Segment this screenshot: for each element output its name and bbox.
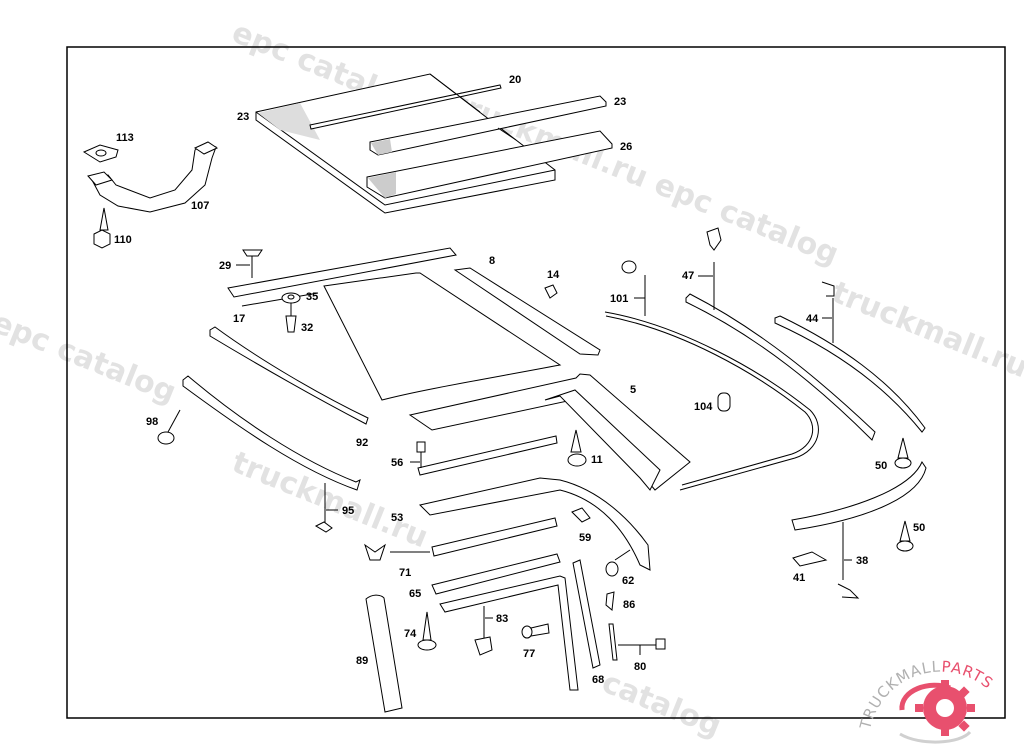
part-71-strip — [364, 517, 558, 561]
part-50-screw — [896, 520, 914, 552]
callout-44[interactable]: 44 — [806, 313, 819, 325]
part-101-clip — [621, 260, 646, 316]
part-35-washer — [281, 292, 301, 304]
callout-104[interactable]: 104 — [694, 401, 713, 413]
part-110-screw — [93, 207, 111, 249]
callout-32[interactable]: 32 — [301, 322, 313, 334]
callout-41[interactable]: 41 — [793, 572, 805, 584]
part-17-sunroof-glass — [241, 272, 562, 401]
part-29-clip — [242, 249, 263, 278]
callout-50[interactable]: 50 — [875, 460, 887, 472]
part-56-strip — [416, 435, 558, 476]
callout-62[interactable]: 62 — [622, 575, 634, 587]
part-113-clip — [82, 144, 119, 163]
callout-65[interactable]: 65 — [409, 588, 421, 600]
part-29-header-trim — [227, 247, 457, 298]
callout-92[interactable]: 92 — [356, 437, 368, 449]
watermark-text: epc catalog — [0, 305, 181, 411]
callout-8[interactable]: 8 — [489, 255, 495, 267]
callout-68[interactable]: 68 — [592, 674, 604, 686]
part-53-rail — [419, 477, 651, 571]
callout-38[interactable]: 38 — [856, 555, 868, 567]
watermark-text: catalog — [597, 665, 726, 744]
callout-86[interactable]: 86 — [623, 599, 635, 611]
part-47-seal-strip — [685, 227, 876, 441]
callout-83[interactable]: 83 — [496, 613, 508, 625]
callout-113[interactable]: 113 — [116, 132, 134, 144]
part-104-clip — [717, 392, 731, 412]
callout-23[interactable]: 23 — [237, 111, 249, 123]
callout-98[interactable]: 98 — [146, 416, 158, 428]
part-50-screw — [894, 437, 912, 469]
callout-35[interactable]: 35 — [306, 291, 318, 303]
part-20-rod — [309, 84, 502, 130]
callout-11[interactable]: 11 — [591, 454, 603, 466]
part-59-clip — [571, 507, 591, 523]
part-77-screw — [521, 623, 550, 639]
part-95-rail — [182, 375, 361, 533]
part-62-screw — [605, 549, 631, 577]
callout-107[interactable]: 107 — [191, 200, 209, 212]
truckmall-parts-logo: TRUCKMALLPARTS — [856, 657, 997, 744]
callout-77[interactable]: 77 — [523, 648, 535, 660]
part-38-molding — [791, 460, 927, 599]
callout-89[interactable]: 89 — [356, 655, 368, 667]
callout-53[interactable]: 53 — [391, 512, 403, 524]
part-86-clip — [605, 591, 615, 611]
part-98-screw — [157, 409, 181, 445]
part-44-seal-strip — [774, 281, 926, 433]
part-11-screw — [567, 429, 587, 467]
callout-29[interactable]: 29 — [219, 260, 231, 272]
part-8-rail — [453, 267, 601, 356]
callout-56[interactable]: 56 — [391, 457, 403, 469]
callout-59[interactable]: 59 — [579, 532, 591, 544]
callout-80[interactable]: 80 — [634, 661, 646, 673]
part-14-clip — [544, 284, 558, 299]
part-65-rail — [431, 553, 561, 595]
part-41-clip — [792, 551, 828, 567]
part-74-screw — [417, 611, 437, 651]
diagram-frame — [66, 46, 1006, 719]
part-83-frame — [439, 575, 579, 691]
callout-71[interactable]: 71 — [399, 567, 411, 579]
callout-47[interactable]: 47 — [682, 270, 694, 282]
part-80-strip — [608, 623, 666, 661]
callout-17[interactable]: 17 — [233, 313, 245, 325]
logo-text-truckmall: TRUCKMALLPARTS — [856, 657, 997, 732]
part-92-rail — [209, 326, 369, 425]
callout-layer: 20 23 23 26 113 107 110 29 35 17 32 8 14… — [114, 74, 925, 686]
callout-20[interactable]: 20 — [509, 74, 521, 86]
part-23-strip — [369, 95, 607, 156]
part-5-frame-seal — [408, 311, 819, 491]
callout-26[interactable]: 26 — [620, 141, 632, 153]
part-26-strip — [366, 130, 613, 199]
callout-14[interactable]: 14 — [547, 269, 560, 281]
callout-74[interactable]: 74 — [404, 628, 417, 640]
callout-110[interactable]: 110 — [114, 234, 132, 246]
part-32-pin — [285, 303, 297, 333]
part-68-pillar-strip — [572, 559, 601, 669]
callout-23[interactable]: 23 — [614, 96, 626, 108]
callout-95[interactable]: 95 — [342, 505, 354, 517]
callout-5[interactable]: 5 — [630, 384, 636, 396]
callout-50[interactable]: 50 — [913, 522, 925, 534]
callout-101[interactable]: 101 — [610, 293, 628, 305]
part-107-grab-handle — [87, 141, 219, 213]
part-89-pillar-cover — [365, 594, 403, 713]
